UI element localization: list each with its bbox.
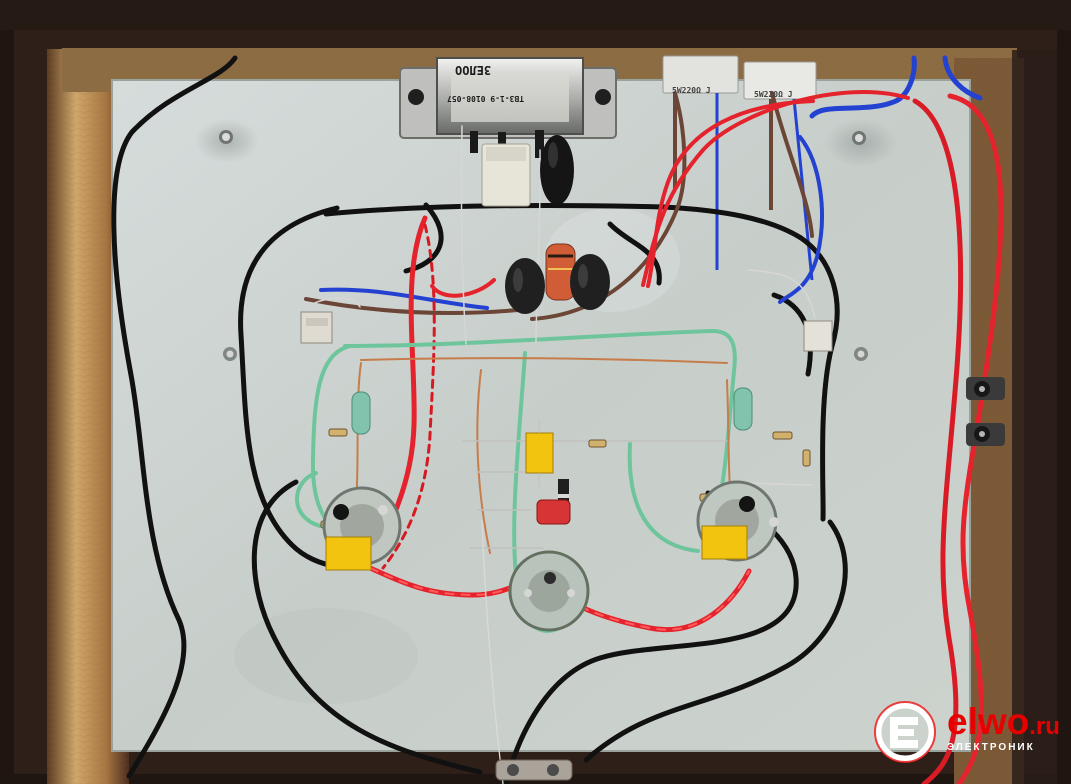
watermark-domain: .ru (1029, 713, 1060, 740)
tube-socket-center (508, 550, 590, 632)
green-film-capacitor-left (351, 391, 371, 435)
black-wire-bundle (111, 55, 848, 784)
aluminum-chassis-plate (112, 80, 970, 751)
black-electrolytic-capacitor-left (505, 258, 545, 314)
black-capacitor-top (540, 135, 574, 205)
black-electrolytic-capacitor-right (570, 254, 610, 310)
small-white-capacitor-left (300, 311, 333, 344)
watermark-subtitle: ЭЛЕКТРОНИК (947, 742, 1035, 753)
tube-socket-left (322, 486, 402, 571)
watermark-logo-icon (874, 701, 936, 763)
mounting-bolt-top-right (852, 131, 866, 145)
copper-wire-network (311, 125, 816, 784)
red-capacitor-center (536, 499, 571, 525)
binding-post-upper (966, 377, 1005, 400)
site-watermark: elwo.ru ЭЛЕКТРОНИК (865, 698, 1065, 770)
orange-resistor (545, 243, 576, 301)
tube-socket-right (696, 480, 779, 562)
mounting-bolt-top-left (219, 130, 233, 144)
watermark-brand: elwo.ru (947, 700, 1060, 749)
blue-wire-bundle (319, 55, 983, 310)
output-transformer (399, 57, 617, 158)
white-resistor-top (481, 143, 531, 207)
small-white-capacitor-right (803, 320, 833, 352)
mounting-bolt-left (223, 347, 237, 361)
binding-post-lower (966, 423, 1005, 446)
red-wire-bundle (365, 90, 1004, 784)
green-film-capacitor-right (733, 387, 753, 431)
mounting-bolt-right (854, 347, 868, 361)
diode-center (558, 479, 569, 503)
resistor-label-left: 5W220Ω J (672, 86, 711, 95)
resistor-label-right: 5W220Ω J (754, 90, 793, 99)
transformer-brand-text: ЗЕЛОО (455, 63, 492, 77)
transformer-part-text: ТВЗ-1-9 0108-057 (447, 94, 525, 103)
bottom-terminal (495, 759, 573, 781)
watermark-brand-text: elwo (947, 701, 1030, 742)
yellow-capacitor-center (525, 420, 554, 487)
